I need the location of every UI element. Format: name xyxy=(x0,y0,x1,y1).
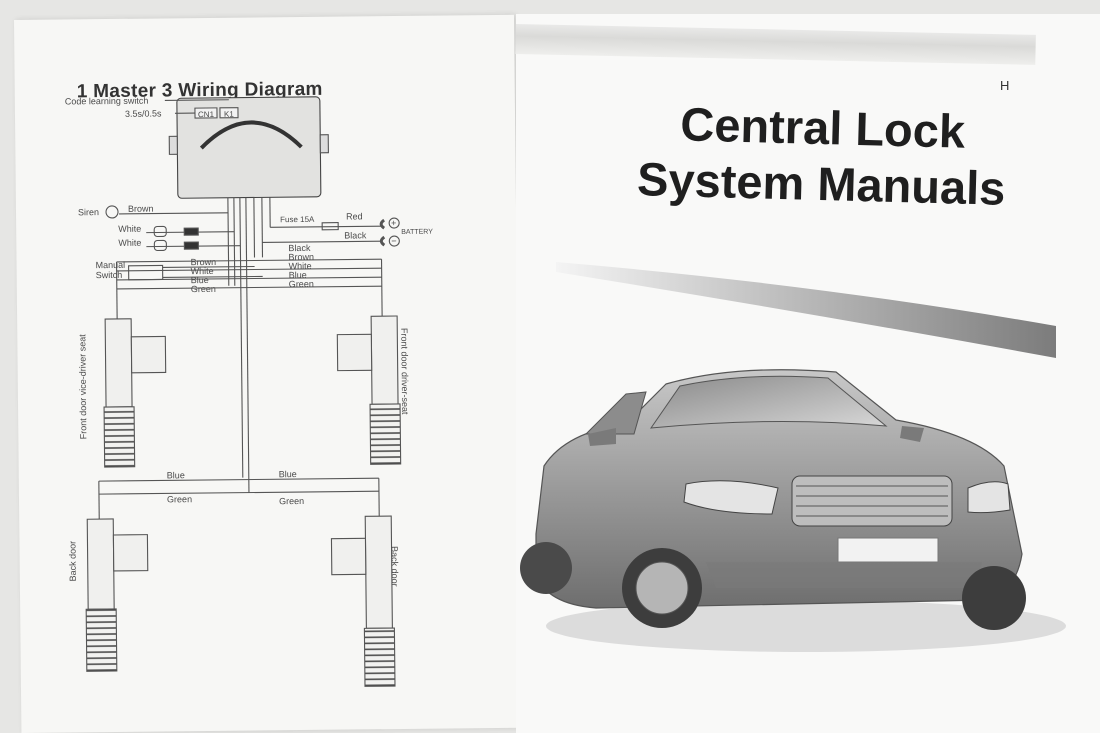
battery-label: BATTERY xyxy=(401,229,433,236)
car-headlight-left xyxy=(683,480,779,515)
siren-brown-label: Brown xyxy=(128,204,154,214)
bus-drop-right xyxy=(380,259,383,317)
cover-artwork xyxy=(520,262,1066,652)
actuator-back-left xyxy=(86,518,115,610)
code-switch-leader xyxy=(164,99,229,101)
back-green-label-right: Green xyxy=(279,496,304,506)
code-learning-switch-label: Code learning switch xyxy=(65,96,149,107)
green-bus xyxy=(116,285,382,290)
black-label: Black xyxy=(344,230,367,240)
left-green-label: Green xyxy=(191,284,216,294)
car-rear-wheel xyxy=(520,542,572,594)
battery-plus-icon xyxy=(388,217,400,229)
actuator-front-left-boot xyxy=(103,406,136,468)
front-vice-driver-label: Front door vice-driver seat xyxy=(77,334,88,440)
manual-cover-page: H Central Lock System Manuals xyxy=(515,14,1100,733)
back-door-label-right: Back door xyxy=(390,546,400,587)
siren-icon xyxy=(105,205,119,219)
manual-switch-wire-1 xyxy=(162,265,255,269)
manual-label: Manual xyxy=(96,260,126,270)
right-brown-label: Brown xyxy=(288,252,314,262)
wiring-diagram: Code learning switch 3.5s/0.5s CN1 K1 Si… xyxy=(65,96,433,687)
car-grille xyxy=(791,475,953,527)
battery-clip-1 xyxy=(379,218,386,230)
actuator-back-right-housing xyxy=(330,537,367,576)
back-blue-label-left: Blue xyxy=(167,470,185,480)
car-illustration xyxy=(520,369,1066,652)
diode-icon-1 xyxy=(183,227,199,236)
switch-label: Switch xyxy=(96,270,123,280)
actuator-front-right-boot xyxy=(369,403,402,465)
module-ear-left xyxy=(168,135,178,155)
back-blue-bus xyxy=(98,477,379,482)
harness-2 xyxy=(233,197,236,286)
fuse-icon xyxy=(321,222,339,231)
bulb-icon-1 xyxy=(153,225,167,238)
white-label-2: White xyxy=(118,238,141,248)
front-driver-label: Front door driver-seat xyxy=(399,328,410,415)
car-side-window xyxy=(584,391,647,435)
blue-bus xyxy=(116,276,382,281)
black-wire xyxy=(262,240,382,243)
manual-switch-icon xyxy=(128,264,164,281)
battery-plus-label: + xyxy=(391,218,396,228)
fuse-label: Fuse 15A xyxy=(280,215,315,224)
left-white-label: White xyxy=(191,266,214,276)
white-label-1: White xyxy=(118,224,141,234)
harness-6 xyxy=(261,197,264,258)
module-arc-icon xyxy=(199,120,303,150)
timing-label: 3.5s/0.5s xyxy=(125,108,162,118)
actuator-front-left-housing xyxy=(130,335,167,374)
siren-label: Siren xyxy=(78,207,99,217)
manual-switch-wire-2 xyxy=(162,275,263,279)
k1-label: K1 xyxy=(224,110,234,119)
cover-swoosh xyxy=(556,262,1056,358)
battery-minus-label: − xyxy=(391,236,396,246)
right-black-label: Black xyxy=(288,243,311,253)
diode-icon-2 xyxy=(183,241,199,250)
actuator-back-left-boot xyxy=(85,608,118,672)
actuator-back-left-housing xyxy=(112,534,149,572)
car-license-plate xyxy=(837,537,939,563)
brown-bus xyxy=(116,258,382,263)
car-front-rim xyxy=(635,561,689,615)
car-mirror xyxy=(588,428,616,446)
right-white-label: White xyxy=(289,261,312,271)
siren-wire xyxy=(119,212,229,215)
right-green-label: Green xyxy=(289,279,314,289)
battery-clip-2 xyxy=(379,235,386,247)
actuator-back-right-boot xyxy=(363,627,396,687)
corner-letter: H xyxy=(1000,78,1010,93)
actuator-front-right-housing xyxy=(336,333,373,372)
harness-1 xyxy=(227,197,230,286)
wiring-diagram-page: 1 Master 3 Wiring Diagram xyxy=(14,14,522,733)
car-headlight-right xyxy=(967,481,1011,514)
cn1-label: CN1 xyxy=(198,110,215,119)
back-blue-label-right: Blue xyxy=(279,469,297,479)
k1-connector xyxy=(219,107,239,119)
right-blue-label: Blue xyxy=(289,270,307,280)
actuator-front-left xyxy=(104,318,133,408)
left-blue-label: Blue xyxy=(191,275,209,285)
harness-4 xyxy=(245,197,250,493)
bulb-icon-2 xyxy=(153,239,167,252)
car-right-wheel xyxy=(962,566,1026,630)
car-mirror-right xyxy=(900,426,924,442)
module-ear-right xyxy=(319,134,329,154)
bus-drop-left xyxy=(115,261,118,319)
red-label: Red xyxy=(346,211,363,221)
actuator-front-right xyxy=(370,315,399,405)
back-door-label-left: Back door xyxy=(67,541,77,582)
left-brown-label: Brown xyxy=(190,257,216,267)
car-windshield xyxy=(649,375,888,429)
actuator-back-right xyxy=(364,515,393,629)
harness-3 xyxy=(239,197,244,478)
white-bus xyxy=(116,267,382,272)
car-bumper-intake xyxy=(706,562,982,588)
back-green-label-left: Green xyxy=(167,494,192,504)
harness-5 xyxy=(253,197,256,258)
battery-minus-icon xyxy=(388,235,400,247)
red-wire xyxy=(270,225,382,228)
back-green-bus xyxy=(98,490,379,495)
